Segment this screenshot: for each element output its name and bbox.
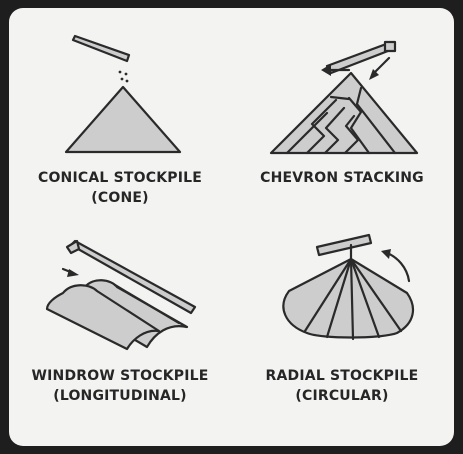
caption-line-1: WINDROW STOCKPILE [31, 368, 209, 384]
caption-line-1: RADIAL STOCKPILE [265, 368, 419, 384]
caption-line-2: (LONGITUDINAL) [53, 388, 187, 404]
chevron-stacking-icon [269, 40, 419, 155]
panel-radial: RADIAL STOCKPILE (CIRCULAR) [231, 227, 453, 446]
panel-conical: CONICAL STOCKPILE (CONE) [9, 8, 231, 227]
caption-chevron: CHEVRON STACKING [231, 168, 453, 188]
panel-windrow: WINDROW STOCKPILE (LONGITUDINAL) [9, 227, 231, 446]
cone-stockpile-icon [64, 34, 182, 154]
windrow-stockpile-icon [45, 239, 197, 351]
caption-conical: CONICAL STOCKPILE (CONE) [9, 168, 231, 208]
caption-windrow: WINDROW STOCKPILE (LONGITUDINAL) [9, 366, 231, 406]
caption-line-2: (CONE) [91, 190, 149, 206]
panel-chevron: CHEVRON STACKING [231, 8, 453, 227]
diagram-card: CONICAL STOCKPILE (CONE) [9, 8, 454, 446]
radial-stockpile-icon [282, 233, 415, 341]
caption-line-2: (CIRCULAR) [295, 388, 389, 404]
caption-line-1: CONICAL STOCKPILE [37, 170, 203, 186]
caption-line-1: CHEVRON STACKING [260, 170, 424, 186]
caption-radial: RADIAL STOCKPILE (CIRCULAR) [231, 366, 453, 406]
